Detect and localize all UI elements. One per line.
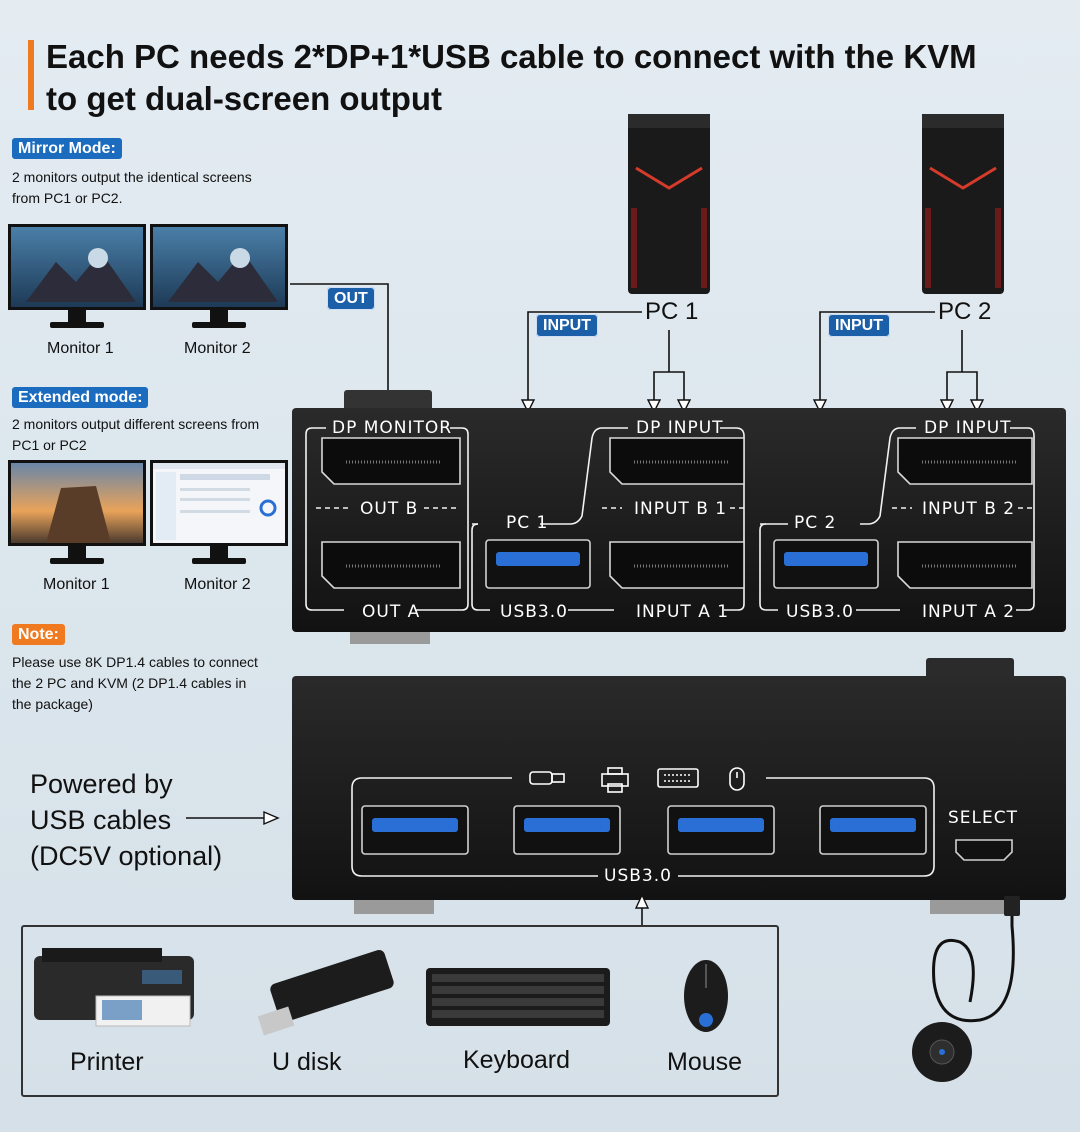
devices-box (21, 925, 779, 1097)
out-flow-tag: OUT (327, 287, 375, 310)
keyboard-label: Keyboard (463, 1046, 571, 1074)
out-b-label: OUT B (360, 499, 419, 519)
powered-line-3: (DC5V optional) (30, 841, 223, 871)
hdmi-port-icon (955, 839, 1013, 861)
remote-cable (932, 910, 1015, 1023)
keyboard-icon (657, 768, 699, 788)
page-title: Each PC needs 2*DP+1*USB cable to connec… (46, 36, 1056, 120)
input-b1-label: INPUT B 1 (634, 499, 728, 519)
pc-tower-icon (628, 114, 710, 294)
extended-monitors (8, 460, 288, 564)
udisk-label: U disk (272, 1048, 342, 1076)
note-tag: Note: (12, 624, 65, 645)
extended-mode-section: Extended mode: (12, 387, 149, 408)
usb-1-label: USB3.0 (500, 602, 568, 622)
arrow-right-icon (263, 810, 280, 826)
arrow-up-icon (634, 893, 650, 909)
usb-drive-icon (257, 949, 394, 1036)
title-accent-bar (28, 40, 34, 110)
front-usb-label: USB3.0 (604, 866, 672, 886)
powered-line-1: Powered by (30, 769, 173, 799)
monitor-icon (8, 224, 146, 328)
select-knob-top (926, 658, 1014, 676)
extended-mode-desc: 2 monitors output different screens from… (12, 414, 259, 456)
title-line-1: Each PC needs 2*DP+1*USB cable to connec… (46, 38, 977, 75)
note-line-2: the 2 PC and KVM (2 DP1.4 cables in (12, 675, 247, 691)
input-flow-tag-2: INPUT (828, 314, 890, 337)
note-section: Note: (12, 624, 65, 645)
pc2-label: PC 2 (938, 298, 992, 325)
extended-desc-line-1: 2 monitors output different screens from (12, 416, 260, 432)
powered-line-2: USB cables (30, 805, 172, 835)
extended-desc-line-2: PC1 or PC2 (12, 437, 87, 453)
out-a-label: OUT A (362, 602, 421, 622)
kvm-front-panel: SELECT USB3.0 (292, 676, 1066, 900)
pc1-usb-group-label: PC 1 (506, 513, 549, 533)
dp-input-2-label: DP INPUT (924, 418, 1012, 438)
printer-label: Printer (70, 1048, 144, 1076)
title-line-2: to get dual-screen output (46, 80, 442, 117)
devices-arrow (634, 893, 650, 926)
mirror-mode-desc: 2 monitors output the identical screens … (12, 167, 252, 209)
usb-2-label: USB3.0 (786, 602, 854, 622)
pc1-label: PC 1 (645, 298, 699, 325)
mouse-label: Mouse (667, 1048, 743, 1076)
mirror-monitor-1-label: Monitor 1 (47, 340, 114, 357)
kvm-front-foot-right (930, 900, 1010, 914)
input-a1-label: INPUT A 1 (636, 602, 730, 622)
input-b2-label: INPUT B 2 (922, 499, 1016, 519)
usb-plug-icon (529, 771, 565, 785)
extended-monitor-2-label: Monitor 2 (184, 576, 251, 593)
kvm-front-outline (351, 767, 1013, 877)
note-line-3: the package) (12, 696, 93, 712)
printer-icon (34, 948, 194, 1027)
monitor-icon (150, 460, 288, 564)
pc-tower-icon (922, 114, 1004, 294)
extended-mode-tag: Extended mode: (12, 387, 149, 408)
mirror-desc-line-1: 2 monitors output the identical screens (12, 169, 252, 185)
usb-c-plug-icon (1004, 896, 1020, 916)
pc1-tower (628, 114, 710, 294)
dp-monitor-label: DP MONITOR (332, 418, 453, 438)
wired-remote (912, 896, 1020, 1082)
mirror-mode-tag: Mirror Mode: (12, 138, 122, 159)
powered-arrow (186, 810, 280, 826)
note-line-1: Please use 8K DP1.4 cables to connect (12, 654, 258, 670)
keyboard-icon (426, 968, 610, 1026)
kvm-front-foot-left (354, 900, 434, 914)
kvm-back-panel: DP MONITOR OUT B OUT A DP INPUT INPUT B … (292, 408, 1066, 632)
usb-port-icon (485, 539, 879, 589)
mirror-monitors (8, 224, 288, 328)
pc2-tower (922, 114, 1004, 294)
extended-monitor-1-label: Monitor 1 (43, 576, 110, 593)
mirror-mode-section: Mirror Mode: (12, 138, 122, 159)
pc2-usb-group-label: PC 2 (794, 513, 837, 533)
connection-lines (290, 283, 985, 414)
mouse-icon (684, 960, 728, 1032)
device-images (34, 948, 728, 1036)
note-text: Please use 8K DP1.4 cables to connect th… (12, 652, 258, 715)
usb-port-icon (361, 805, 927, 855)
monitor-icon (8, 460, 146, 564)
monitor-icon (150, 224, 288, 328)
kvm-back-foot (344, 390, 432, 408)
kvm-back-outline (305, 427, 1035, 611)
dp-input-1-label: DP INPUT (636, 418, 724, 438)
kvm-back-foot-bottom (350, 632, 430, 644)
mouse-icon (729, 767, 745, 791)
mirror-desc-line-2: from PC1 or PC2. (12, 190, 123, 206)
printer-icon (601, 767, 629, 793)
input-a2-label: INPUT A 2 (922, 602, 1016, 622)
select-label: SELECT (948, 808, 1018, 828)
input-flow-tag-1: INPUT (536, 314, 598, 337)
mirror-monitor-2-label: Monitor 2 (184, 340, 251, 357)
powered-by-text: Powered by USB cables (DC5V optional) (30, 766, 222, 874)
